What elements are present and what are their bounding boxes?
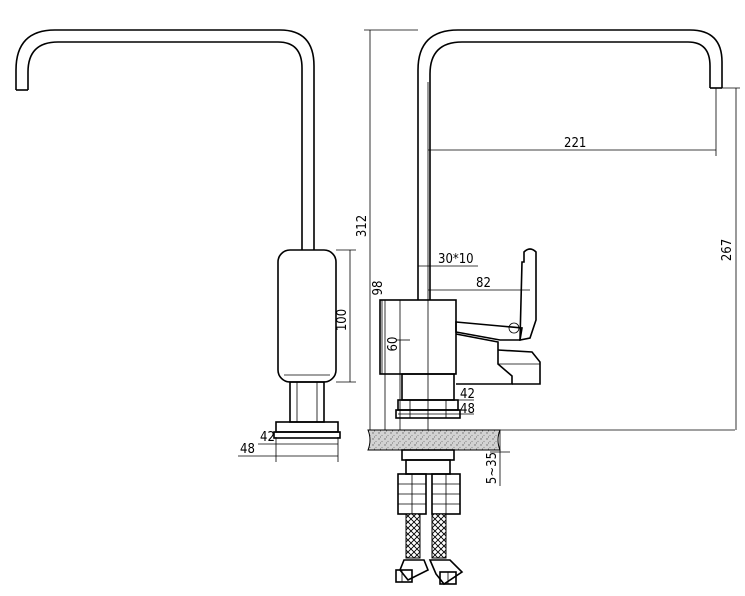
dim-lower-block: 60 — [386, 337, 401, 352]
dim-side-base-inner: 42 — [260, 430, 275, 445]
total-height-dimension: 312 — [355, 29, 418, 430]
side-view — [15, 29, 341, 439]
supply-hoses — [395, 513, 464, 586]
dim-handle-length: 82 — [476, 276, 491, 291]
dim-spout-height: 267 — [720, 239, 735, 261]
base-height-dimension: 98 — [371, 281, 400, 430]
countertop — [367, 429, 735, 451]
dim-front-base-outer: 48 — [460, 402, 475, 417]
handle-offset-dimension: 30*10 — [418, 252, 478, 267]
spout-reach-dimension: 221 — [428, 88, 717, 156]
dim-spout-reach: 221 — [564, 136, 586, 151]
side-base-dimensions: 42 48 — [238, 430, 339, 462]
dim-side-body-height: 100 — [335, 309, 350, 331]
dim-side-base-outer: 48 — [240, 442, 255, 457]
lower-block-dimension: 60 — [386, 337, 410, 430]
dim-total-height: 312 — [355, 215, 370, 237]
mounting-hardware — [397, 449, 461, 515]
dim-handle-offset: 30*10 — [438, 252, 474, 267]
dim-front-base-inner: 42 — [460, 387, 475, 402]
handle-length-dimension: 82 — [428, 276, 530, 291]
side-body-height-dimension: 100 — [335, 249, 356, 383]
spout-height-dimension: 267 — [720, 87, 740, 430]
counter-thickness-dimension: 5~35 — [485, 430, 510, 486]
front-view — [379, 29, 723, 430]
dim-base-height: 98 — [371, 281, 386, 296]
dim-counter-thickness: 5~35 — [485, 452, 500, 484]
front-base-dimensions: 42 48 — [398, 387, 475, 417]
